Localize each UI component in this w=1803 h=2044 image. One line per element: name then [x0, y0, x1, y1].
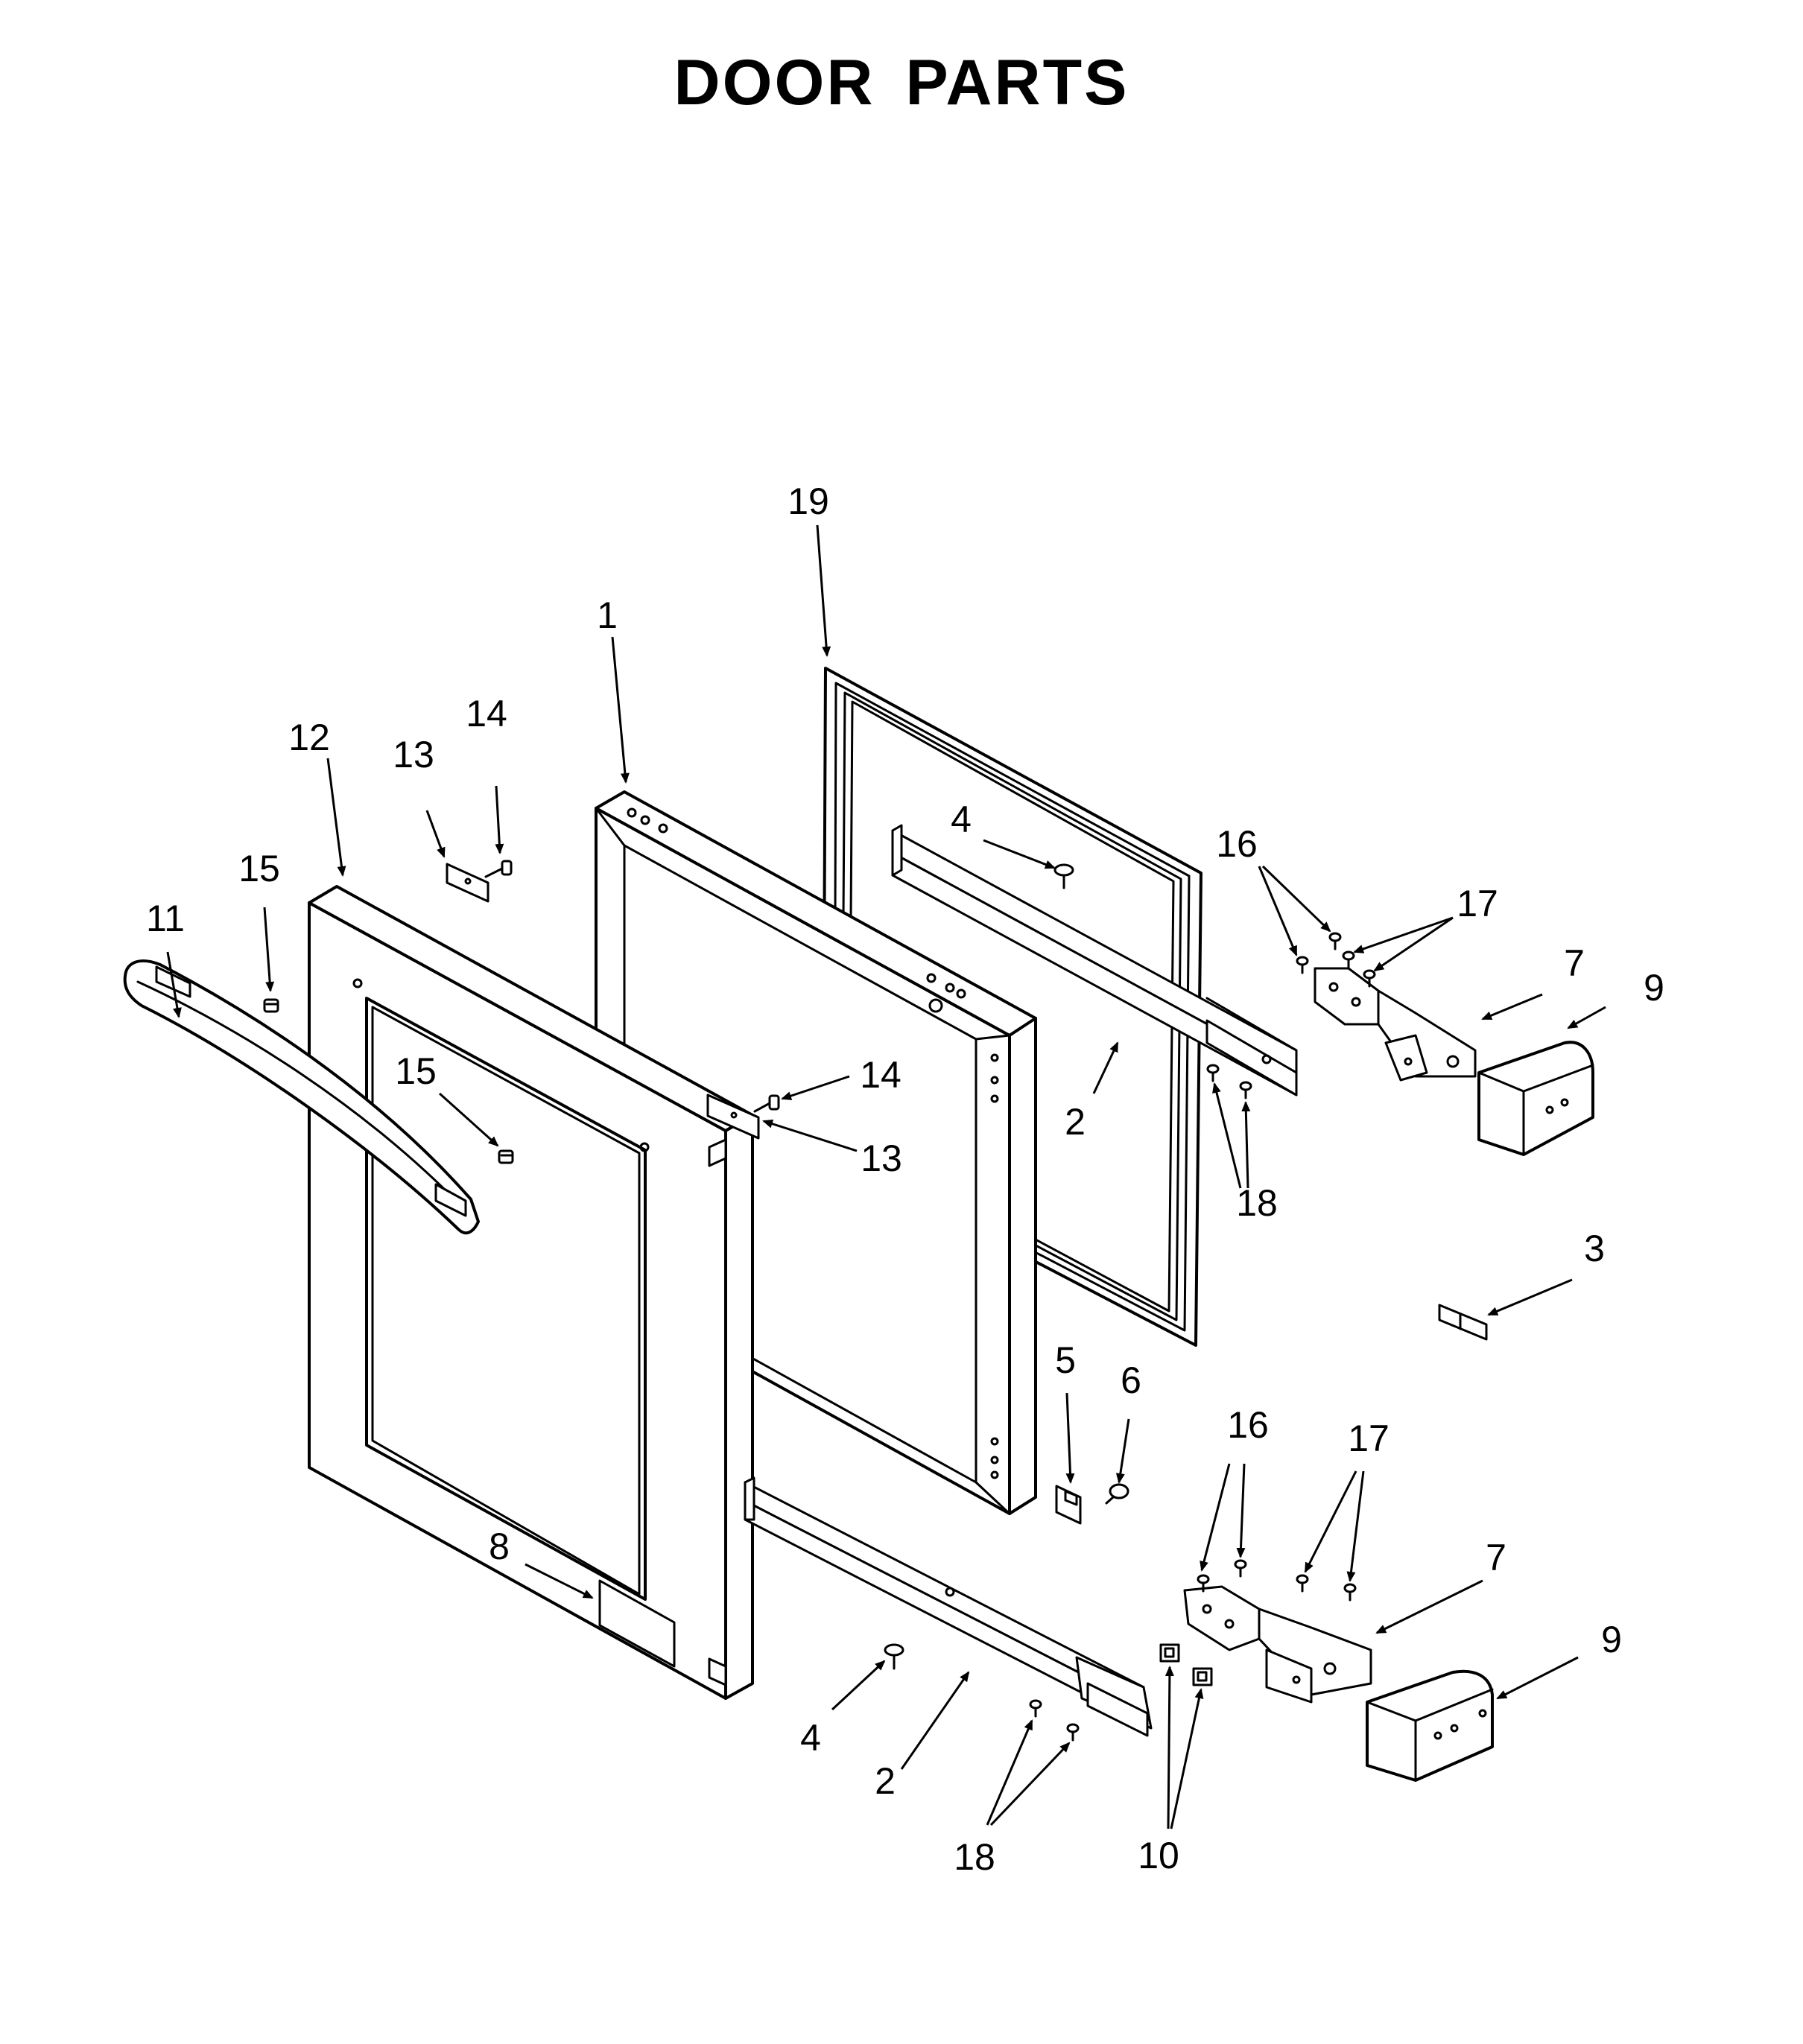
part-16-lower-screws	[1197, 1559, 1247, 1593]
part-11-door-handle	[123, 959, 480, 1235]
callout-10: 10	[1138, 1835, 1179, 1876]
part-2-lower-channel	[744, 1476, 1153, 1737]
callout-13-upper: 13	[393, 734, 434, 775]
part-17-lower-screws	[1296, 1574, 1357, 1602]
part-7-lower-hinge	[1183, 1585, 1372, 1704]
part-5-bracket	[1055, 1485, 1082, 1525]
callout-9-upper: 9	[1644, 967, 1664, 1009]
callout-19: 19	[788, 480, 829, 522]
callout-11: 11	[146, 898, 185, 939]
part-14-screw	[484, 860, 780, 1113]
part-17-upper-screws	[1342, 950, 1376, 988]
callout-9-lower: 9	[1601, 1619, 1622, 1660]
callout-5: 5	[1055, 1339, 1076, 1381]
callout-18-lower: 18	[954, 1836, 995, 1878]
callout-17-lower: 17	[1348, 1418, 1390, 1459]
callout-labels: 19 1 12 13 14 15 11 15 4 14 13 2 16 17 7…	[146, 480, 1664, 1878]
page-title: DOOR PARTS	[674, 47, 1129, 118]
part-10-washers	[1159, 1643, 1213, 1686]
callout-13-lower: 13	[861, 1137, 902, 1179]
part-15-bumper	[263, 998, 514, 1164]
callout-4-lower: 4	[800, 1717, 821, 1759]
callout-7-upper: 7	[1564, 942, 1585, 984]
part-16-upper-screws	[1296, 932, 1342, 974]
callout-2-lower: 2	[875, 1760, 896, 1802]
part-13-plate	[446, 863, 760, 1140]
part-9-upper-hinge-cover	[1477, 1041, 1594, 1156]
part-6-screw	[1105, 1483, 1129, 1505]
callout-17-upper: 17	[1457, 883, 1498, 924]
callout-16-lower: 16	[1227, 1404, 1269, 1446]
callout-6: 6	[1121, 1359, 1141, 1401]
part-18-lower-screws	[1029, 1699, 1080, 1742]
callout-3: 3	[1584, 1228, 1605, 1269]
callout-18-upper: 18	[1236, 1182, 1278, 1224]
leader-lines	[166, 524, 1606, 1829]
callout-1: 1	[597, 594, 618, 636]
part-4-screw	[884, 863, 1074, 1670]
callout-14-upper: 14	[466, 693, 507, 734]
part-18-upper-screws	[1206, 1064, 1252, 1099]
part-3-clip	[1438, 1304, 1488, 1341]
part-9-lower-hinge-cover	[1366, 1669, 1494, 1782]
part-2-upper-channel	[891, 824, 1298, 1096]
part-12-outer-door-panel	[308, 885, 754, 1700]
callout-8: 8	[489, 1526, 510, 1567]
callout-12: 12	[288, 717, 330, 758]
callout-14-lower: 14	[860, 1054, 902, 1096]
callout-15-upper: 15	[238, 848, 280, 889]
callout-4-upper: 4	[951, 799, 972, 840]
callout-15-lower: 15	[395, 1050, 437, 1092]
part-7-upper-hinge	[1314, 967, 1477, 1082]
callout-2-upper: 2	[1065, 1101, 1086, 1143]
callout-16-upper: 16	[1216, 823, 1258, 865]
callout-7-lower: 7	[1486, 1537, 1506, 1578]
